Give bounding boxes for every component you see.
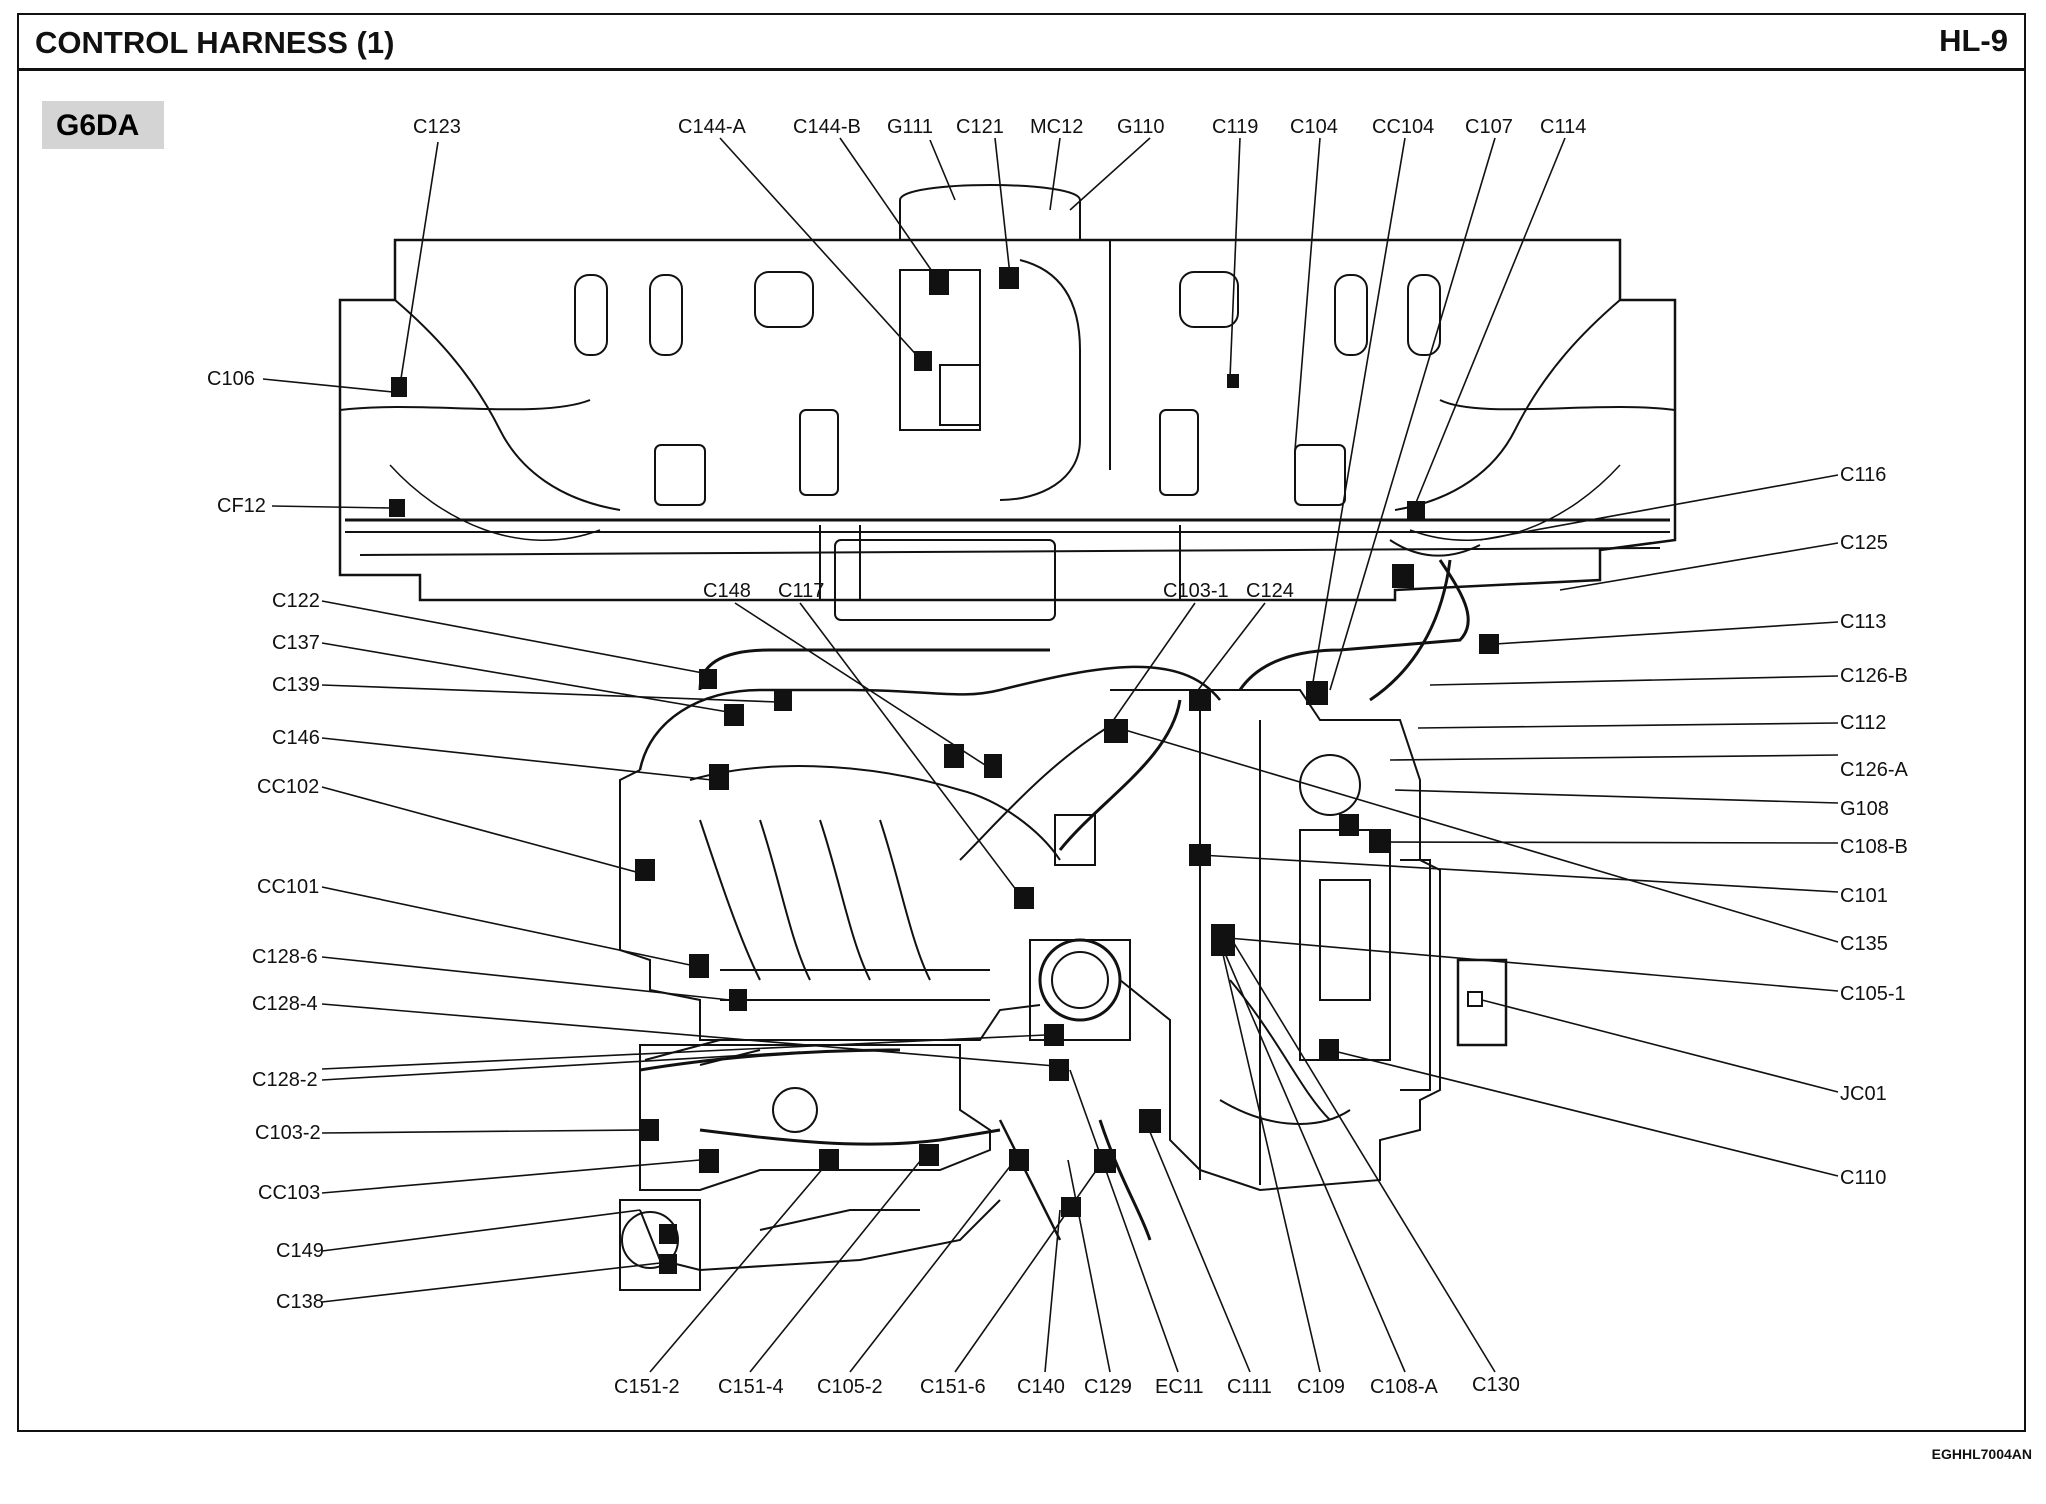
label-C101: C101 (1840, 885, 1888, 907)
page-number: HL-9 (1939, 23, 2008, 58)
label-C151-4: C151-4 (718, 1376, 784, 1398)
label-C103-2: C103-2 (255, 1122, 321, 1144)
label-C126-B: C126-B (1840, 665, 1908, 687)
label-C137: C137 (272, 632, 320, 654)
label-CC103: CC103 (258, 1182, 320, 1204)
engine-drawing (338, 184, 1677, 1291)
label-C144-A: C144-A (678, 116, 746, 138)
label-C124: C124 (1246, 580, 1294, 602)
label-C148: C148 (703, 580, 751, 602)
label-C108-A: C108-A (1370, 1376, 1438, 1398)
label-G110: G110 (1117, 116, 1164, 138)
label-C144-B: C144-B (793, 116, 861, 138)
label-G111: G111 (887, 116, 933, 138)
label-C103-1: C103-1 (1163, 580, 1229, 602)
label-C119: C119 (1212, 116, 1258, 138)
diagram-frame: CONTROL HARNESS (1) HL-9 (17, 13, 2026, 1432)
label-C104: C104 (1290, 116, 1338, 138)
label-C114: C114 (1540, 116, 1586, 138)
label-C135: C135 (1840, 933, 1888, 955)
lower-engine-assembly (389, 267, 1508, 1291)
label-EC11: EC11 (1155, 1376, 1204, 1398)
label-C121: C121 (956, 116, 1004, 138)
connector-labels: C123 C144-A C144-B G111 C121 MC12 G110 C… (207, 116, 1908, 1398)
label-C128-4: C128-4 (252, 993, 318, 1015)
engine-badge-bg (42, 101, 164, 149)
label-C125: C125 (1840, 532, 1888, 554)
label-C130: C130 (1472, 1374, 1520, 1396)
label-C108-B: C108-B (1840, 836, 1908, 858)
label-C140: C140 (1017, 1376, 1065, 1398)
label-G108: G108 (1840, 798, 1889, 820)
label-C109: C109 (1297, 1376, 1345, 1398)
label-C107: C107 (1465, 116, 1513, 138)
label-C105-2: C105-2 (817, 1376, 883, 1398)
label-C117: C117 (778, 580, 824, 602)
label-C106: C106 (207, 368, 255, 390)
label-JC01: JC01 (1840, 1083, 1887, 1105)
label-C112: C112 (1840, 712, 1886, 734)
label-C151-6: C151-6 (920, 1376, 986, 1398)
label-C138: C138 (276, 1291, 324, 1313)
engine-badge: G6DA (56, 109, 139, 142)
label-CF12: CF12 (217, 495, 266, 517)
label-C126-A: C126-A (1840, 759, 1908, 781)
label-C105-1: C105-1 (1840, 983, 1906, 1005)
label-C116: C116 (1840, 464, 1886, 486)
header-bar: CONTROL HARNESS (1) HL-9 (19, 15, 2024, 71)
label-CC101: CC101 (257, 876, 319, 898)
label-C110: C110 (1840, 1167, 1886, 1189)
document-code: EGHHL7004AN (1931, 1446, 2032, 1462)
label-CC102: CC102 (257, 776, 319, 798)
upper-head-assembly (338, 184, 1677, 621)
label-C151-2: C151-2 (614, 1376, 680, 1398)
label-C111: C111 (1227, 1376, 1272, 1398)
label-C139: C139 (272, 674, 320, 696)
page-title: CONTROL HARNESS (1) (35, 25, 395, 60)
label-C128-6: C128-6 (252, 946, 318, 968)
label-MC12: MC12 (1030, 116, 1083, 138)
label-C123: C123 (413, 116, 461, 138)
label-CC104: CC104 (1372, 116, 1434, 138)
label-C146: C146 (272, 727, 320, 749)
label-C149: C149 (276, 1240, 324, 1262)
leader-lines (262, 137, 1839, 1373)
label-C129: C129 (1084, 1376, 1132, 1398)
label-C122: C122 (272, 590, 320, 612)
label-C113: C113 (1840, 611, 1886, 633)
label-C128-2: C128-2 (252, 1069, 318, 1091)
